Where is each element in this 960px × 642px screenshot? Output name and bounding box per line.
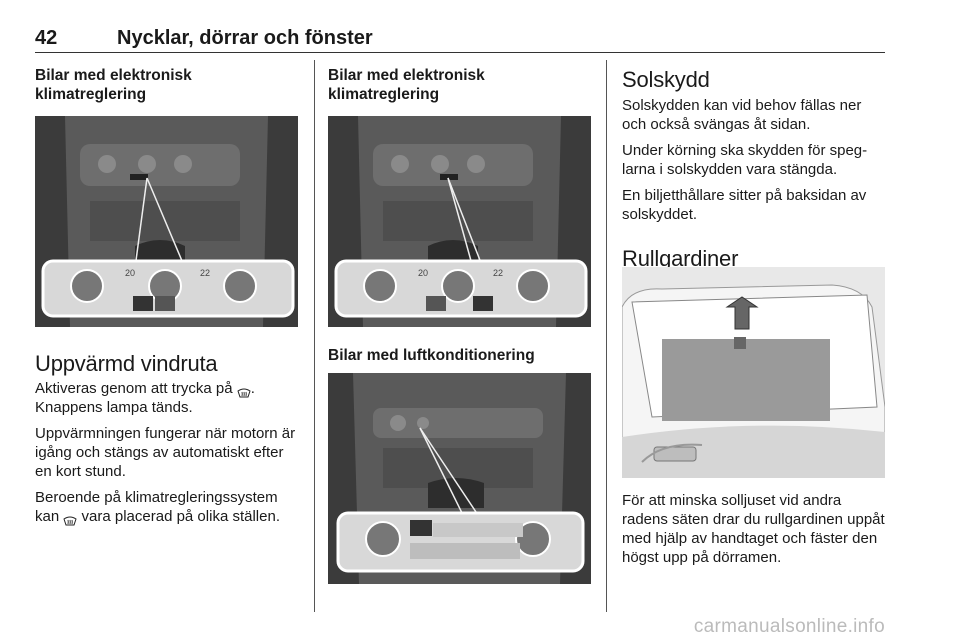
paragraph: Solskydden kan vid behov fällas ner och …: [622, 97, 862, 133]
column-3-body: För att minska solljuset vid andra raden…: [622, 491, 886, 574]
paragraph: En biljetthållare sitter på baksidan av …: [622, 187, 867, 223]
ac-panel-illustration: [328, 373, 591, 584]
paragraph: Under körning ska skydden för speg­larna…: [622, 142, 868, 178]
climate-panel-illustration: 20 22: [328, 116, 591, 327]
column-1-body: Uppvärmd vindruta Aktiveras genom att tr…: [35, 351, 300, 533]
ac-subhead: Bilar med luftkonditionering: [328, 347, 535, 364]
paragraph: Aktiveras genom att trycka på .: [35, 380, 255, 398]
paragraph: Knappens lampa tänds.: [35, 399, 193, 416]
right-temp-label: 22: [493, 268, 503, 278]
roller-blind-illustration: [622, 267, 885, 478]
page-number: 42: [35, 27, 58, 49]
column-2-subhead: Bilar med elektronisk klimatreglering: [328, 67, 485, 103]
paragraph: Uppvärmningen fungerar när motorn är igå…: [35, 425, 296, 480]
roller-blinds-heading: Rullgardiner: [622, 246, 739, 271]
column-1-subhead: Bilar med elektronisk klimatreglering: [35, 67, 192, 103]
column-divider: [606, 60, 607, 612]
right-temp-label: 22: [200, 268, 210, 278]
column-divider: [314, 60, 315, 612]
sun-visor-heading: Solskydd: [622, 67, 710, 92]
left-temp-label: 20: [125, 268, 135, 278]
header-rule: [35, 52, 885, 53]
watermark: carmanualsonline.info: [693, 616, 885, 637]
column-2-subhead-2: Bilar med luftkonditionering: [328, 346, 593, 365]
column-3: Solskydd Solskydden kan vid behov fällas…: [622, 67, 886, 272]
column-2: Bilar med elektronisk klimatreglering: [328, 66, 593, 104]
windscreen-defrost-icon: [63, 512, 77, 526]
heated-windscreen-heading: Uppvärmd vindruta: [35, 351, 218, 376]
windscreen-defrost-icon: [237, 384, 251, 398]
section-title: Nycklar, dörrar och fönster: [117, 27, 373, 49]
column-1: Bilar med elektronisk klimatreglering: [35, 66, 300, 104]
climate-panel-illustration: 20 22: [35, 116, 298, 327]
paragraph: Beroende på klimatregleringssystem kan v…: [35, 489, 280, 526]
paragraph: För att minska solljuset vid andra raden…: [622, 492, 885, 566]
left-temp-label: 20: [418, 268, 428, 278]
